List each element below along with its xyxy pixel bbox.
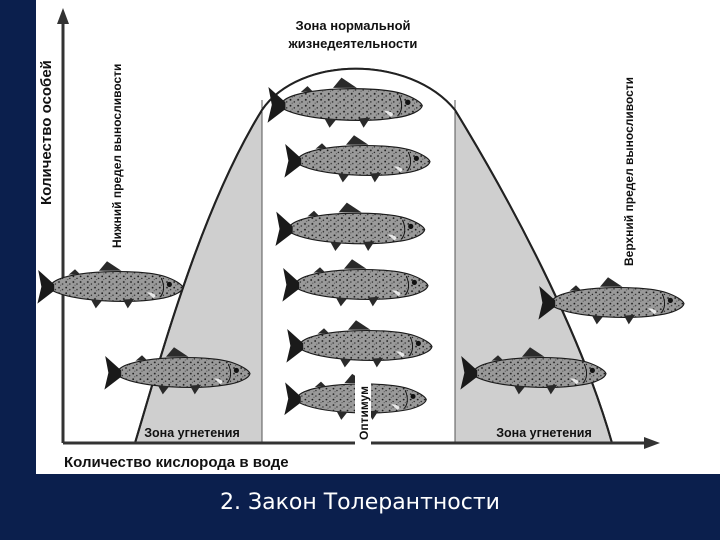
right-stress-zone-label: Зона угнетения xyxy=(496,426,592,440)
fish-icon xyxy=(36,260,184,309)
tolerance-diagram: Количество особей Нижний предел вынослив… xyxy=(36,8,685,471)
normal-zone-label-line2: жизнедеятельности xyxy=(288,36,418,51)
optimum-label: Оптимум xyxy=(357,386,371,440)
y-axis-arrow xyxy=(57,8,69,24)
x-axis-label: Количество кислорода в воде xyxy=(64,454,289,471)
upper-limit-label: Верхний предел выносливости xyxy=(622,77,636,266)
left-stress-zone-label: Зона угнетения xyxy=(144,426,240,440)
normal-zone-label-line1: Зона нормальной xyxy=(295,18,410,33)
x-axis-arrow xyxy=(644,437,660,449)
slide-caption: 2. Закон Толерантности xyxy=(220,490,500,515)
optimum-label-bg xyxy=(355,366,371,446)
lower-limit-label: Нижний предел выносливости xyxy=(110,64,124,248)
y-axis-label: Количество особей xyxy=(38,60,55,205)
